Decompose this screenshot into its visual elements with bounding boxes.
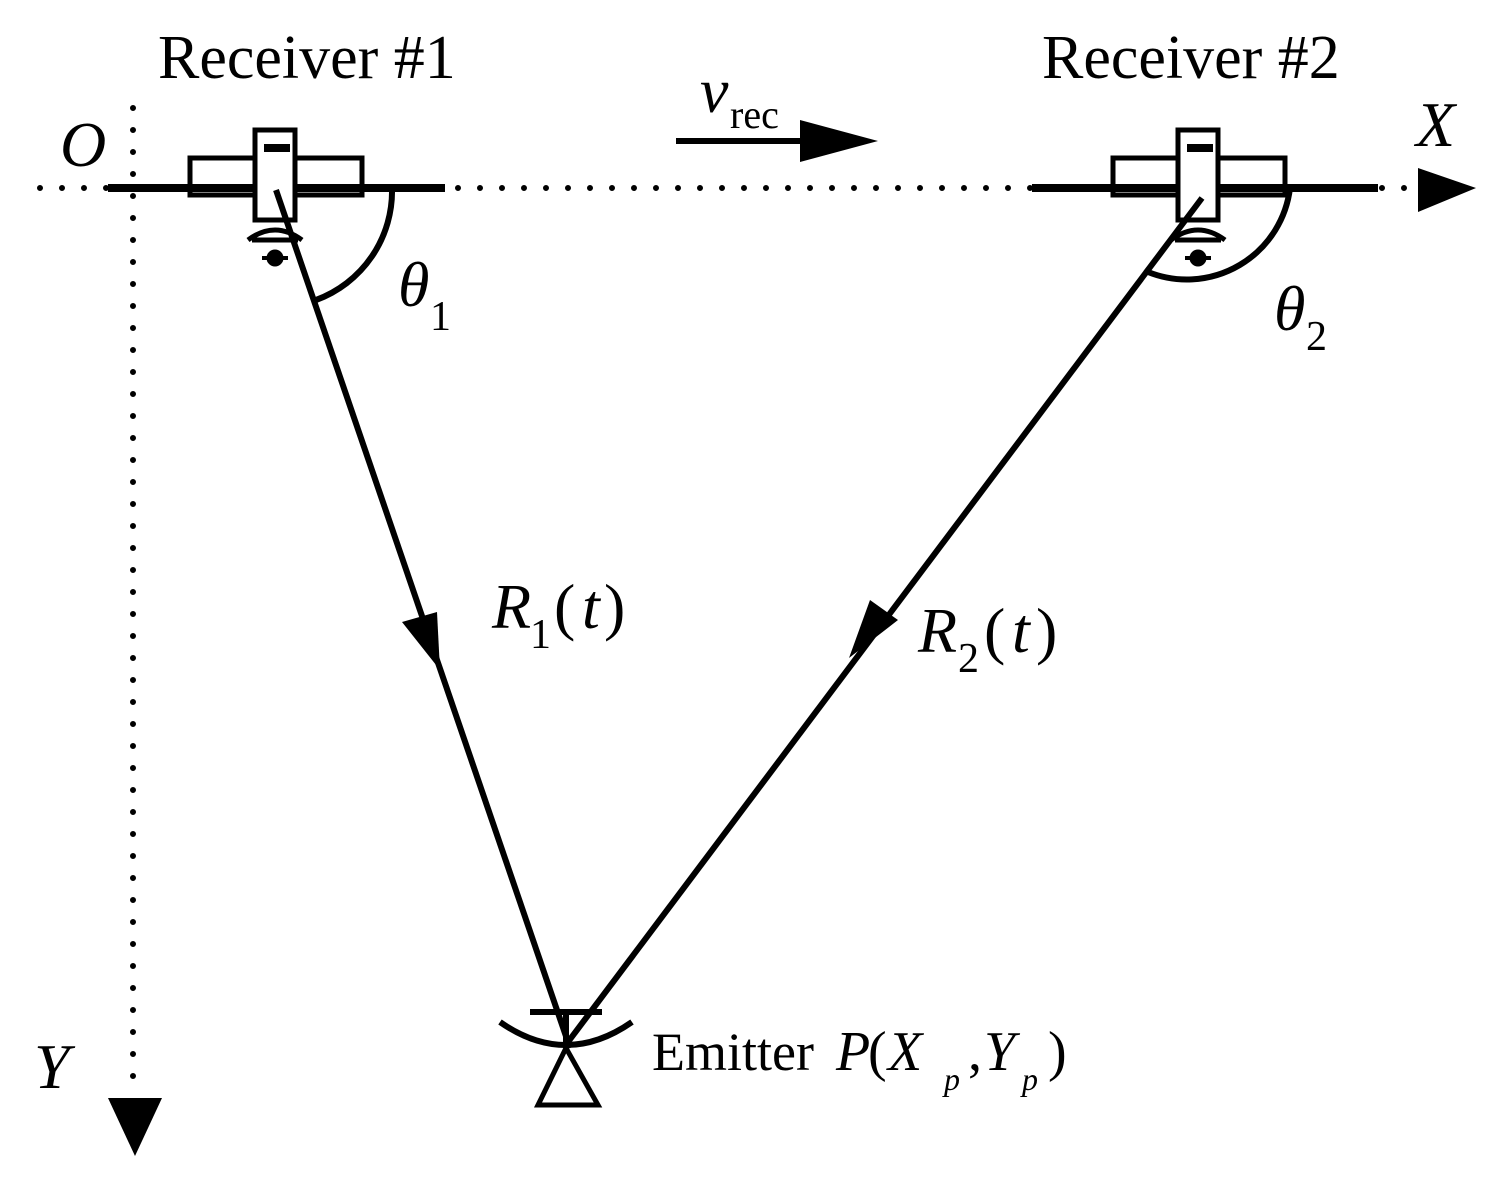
theta1-symbol: θ [398,249,429,320]
r1-subscript: 1 [530,612,551,658]
theta1-arc [314,187,396,303]
emitter-open-paren: ( [868,1021,887,1083]
x-axis-label: X [1413,89,1458,160]
emitter-sub-p2: p [1020,1061,1038,1097]
r2-symbol: R [917,595,957,666]
r1-symbol: R [491,571,531,642]
range-r1-label: R 1 ( t ) [491,571,625,658]
range-r1-arrowhead [402,612,440,670]
r1-open-paren: ( [554,571,575,642]
theta1-label: θ 1 [398,249,451,340]
r1-close-paren: ) [604,571,625,642]
velocity-subscript: rec [730,92,779,137]
theta2-label: θ 2 [1274,273,1327,360]
x-axis-arrowhead [1418,168,1476,212]
theta1-subscript: 1 [430,294,451,340]
emitter-sub-p1: p [942,1061,960,1097]
emitter-close-paren: ) [1048,1021,1067,1083]
receiver1-label: Receiver #1 [158,24,456,92]
range-r2-arrowhead [849,600,898,658]
velocity-symbol: v [700,55,729,126]
emitter-antenna-icon [498,1009,634,1108]
r2-subscript: 2 [958,636,979,682]
emitter-comma: , [968,1021,982,1083]
theta2-subscript: 2 [1306,314,1327,360]
velocity-label: v rec [700,55,779,137]
r1-t: t [582,571,602,642]
theta2-arc [1146,187,1293,283]
velocity-arrowhead [800,120,878,162]
y-axis-arrowhead [108,1098,162,1156]
r2-t: t [1012,595,1032,666]
origin-label: O [60,109,106,180]
emitter-word: Emitter [652,1022,814,1082]
y-axis-label: Y [34,1031,76,1102]
satellite-2-icon [1110,127,1288,267]
r2-open-paren: ( [984,595,1005,666]
emitter-X: X [886,1021,925,1083]
satellite-1-icon [187,127,365,267]
emitter-P: P [835,1021,870,1083]
receiver2-label: Receiver #2 [1042,24,1340,92]
emitter-Y: Y [984,1021,1021,1083]
range-r2-label: R 2 ( t ) [917,595,1057,682]
emitter-label: Emitter P ( X p , Y p ) [652,1021,1067,1097]
theta2-symbol: θ [1274,273,1305,344]
r2-close-paren: ) [1036,595,1057,666]
